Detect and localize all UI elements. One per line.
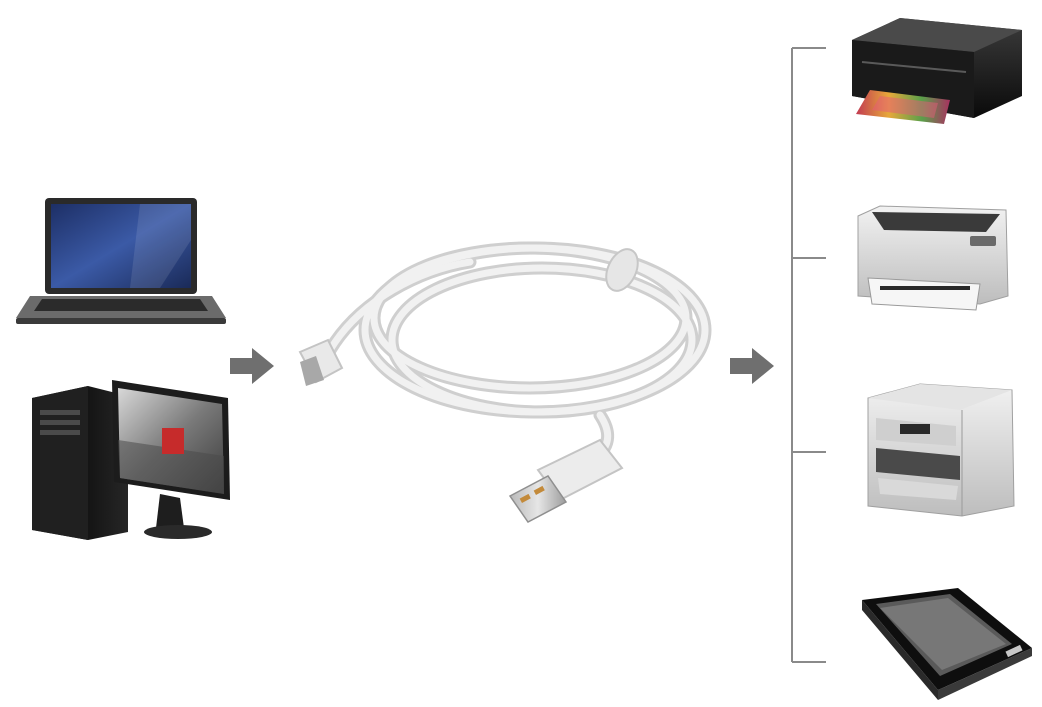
usb-a-plug bbox=[508, 438, 624, 523]
usb-a-to-b-cable-icon bbox=[323, 241, 712, 465]
desktop-computer-icon bbox=[32, 380, 230, 540]
usb-b-plug bbox=[298, 338, 344, 386]
laser-printer-icon bbox=[857, 205, 1009, 311]
multifunction-printer-icon bbox=[867, 383, 1015, 517]
laptop-icon bbox=[16, 198, 226, 324]
arrow-to-devices bbox=[730, 348, 774, 384]
device-bracket bbox=[791, 47, 826, 663]
flatbed-scanner-icon bbox=[862, 588, 1032, 700]
inkjet-printer-icon bbox=[852, 18, 1022, 124]
arrow-to-cable bbox=[230, 348, 274, 384]
